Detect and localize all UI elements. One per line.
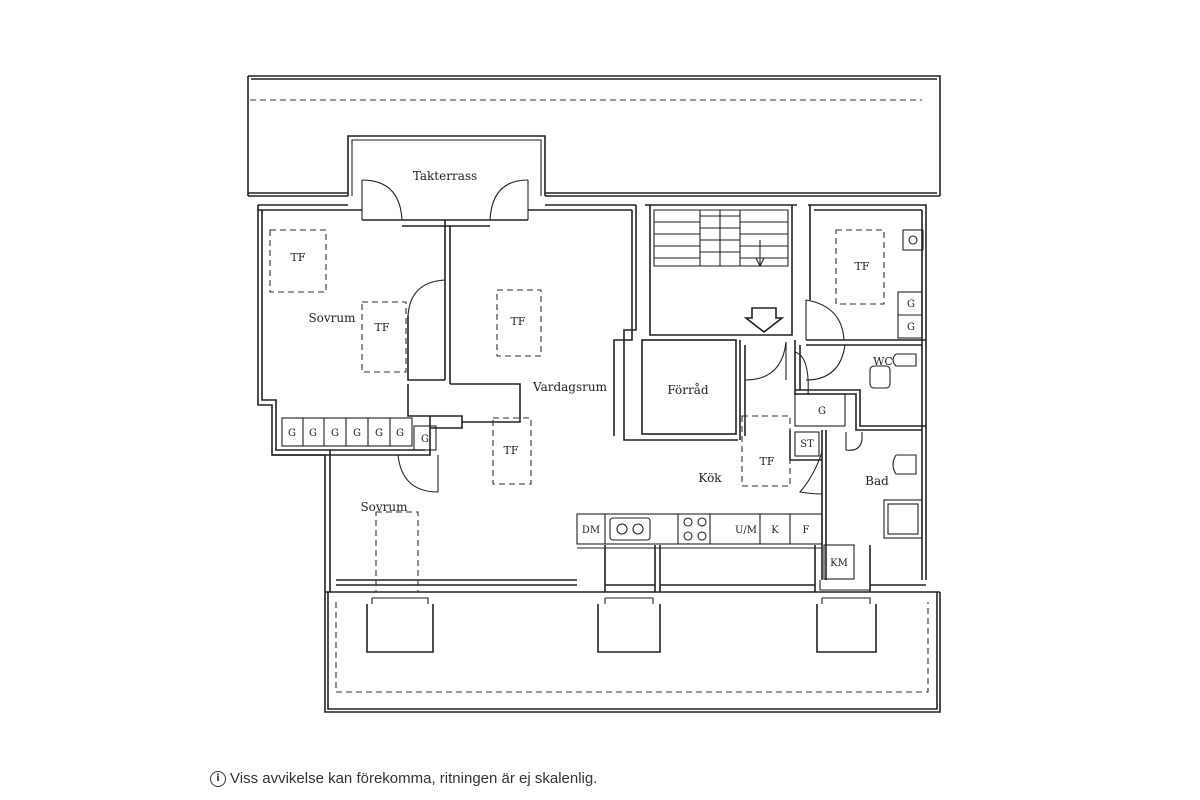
kitchen-counter bbox=[576, 513, 823, 549]
room-label-wc: WC bbox=[873, 355, 893, 368]
disclaimer-text: Viss avvikelse kan förekomma, ritningen … bbox=[230, 770, 598, 787]
f-marker: F bbox=[803, 525, 810, 536]
g-marker: G bbox=[907, 299, 915, 310]
room-label-sovrum-2: Sovrum bbox=[360, 500, 408, 514]
g-marker: G bbox=[309, 428, 317, 439]
bathroom-fixtures bbox=[845, 229, 924, 539]
walls bbox=[257, 204, 927, 592]
g-marker: G bbox=[331, 428, 339, 439]
takterrass-area bbox=[347, 135, 546, 221]
dormer-windows bbox=[366, 597, 877, 653]
room-label-sovrum-1: Sovrum bbox=[308, 311, 356, 325]
roof-outline bbox=[247, 75, 941, 713]
st-marker: ST bbox=[800, 439, 814, 450]
g-marker: G bbox=[353, 428, 361, 439]
tf-marker: TF bbox=[504, 444, 519, 457]
g-marker: G bbox=[818, 406, 826, 417]
room-label-takterrass: Takterrass bbox=[413, 169, 477, 183]
g-marker: G bbox=[375, 428, 383, 439]
um-marker: U/M bbox=[735, 525, 757, 536]
km-marker: KM bbox=[830, 558, 848, 569]
tf-marker: TF bbox=[291, 251, 306, 264]
tf-boxes bbox=[269, 229, 885, 593]
room-label-vardagsrum: Vardagsrum bbox=[532, 380, 608, 394]
room-label-bad: Bad bbox=[865, 474, 889, 488]
g-marker: G bbox=[288, 428, 296, 439]
tf-marker: TF bbox=[511, 315, 526, 328]
room-label-kok: Kök bbox=[698, 471, 722, 485]
wardrobes bbox=[281, 291, 923, 580]
doors bbox=[397, 279, 846, 495]
disclaimer: i Viss avvikelse kan förekomma, ritninge… bbox=[210, 770, 597, 787]
g-marker: G bbox=[396, 428, 404, 439]
staircase bbox=[653, 209, 789, 334]
room-label-forrad: Förråd bbox=[667, 382, 709, 397]
tf-marker: TF bbox=[760, 455, 775, 468]
info-icon: i bbox=[210, 770, 226, 787]
tf-marker: TF bbox=[375, 321, 390, 334]
dm-marker: DM bbox=[582, 525, 600, 536]
g-marker: G bbox=[421, 434, 429, 445]
k-marker: K bbox=[771, 525, 779, 536]
g-marker: G bbox=[907, 322, 915, 333]
tf-marker: TF bbox=[855, 260, 870, 273]
forrad-box bbox=[641, 339, 737, 435]
